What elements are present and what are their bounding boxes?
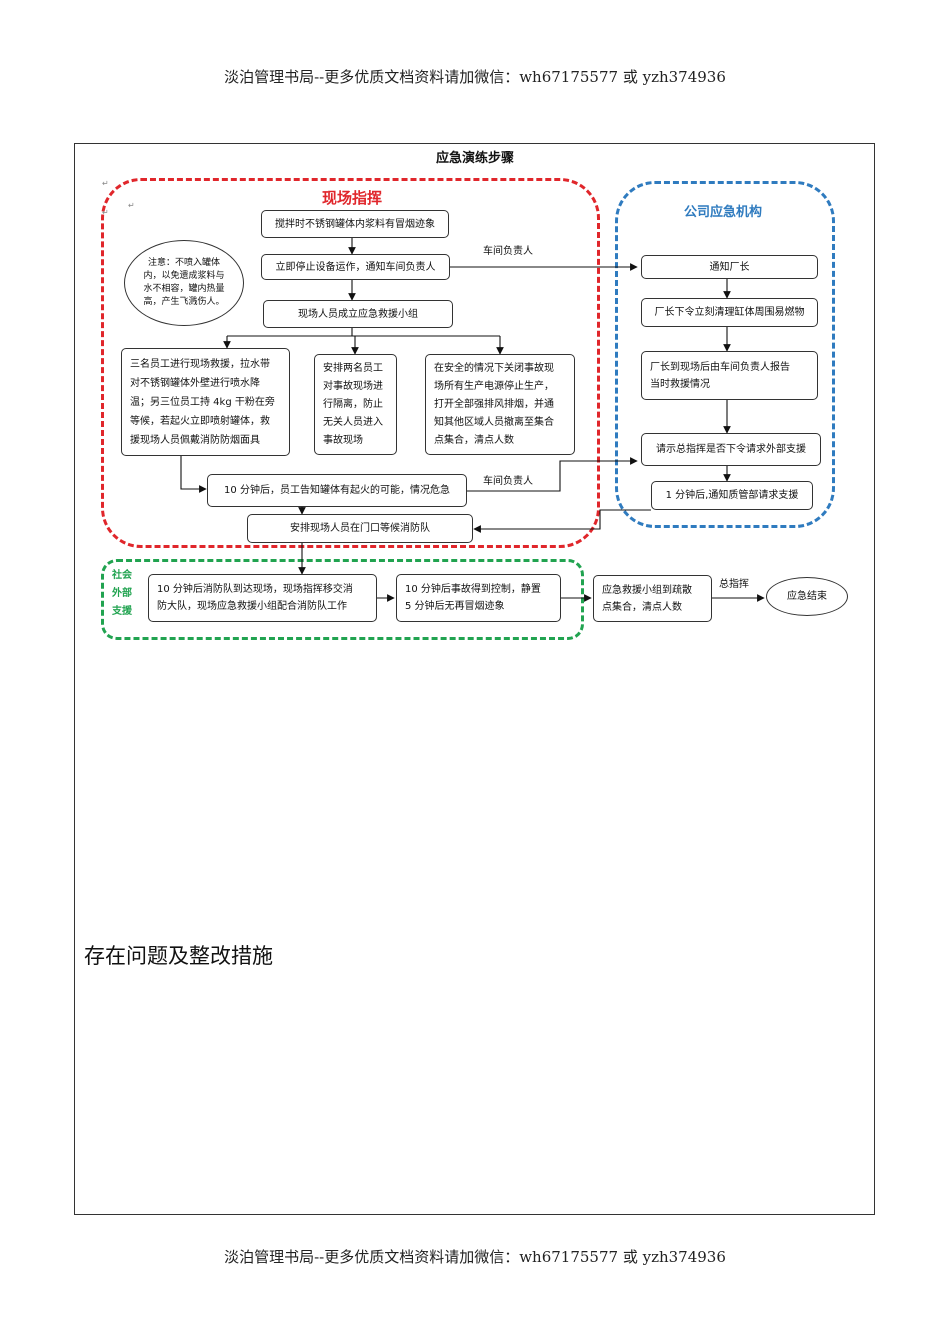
node-wait-fire-brigade: 安排现场人员在门口等候消防队 bbox=[247, 514, 473, 543]
edge-n4-n7 bbox=[180, 456, 207, 493]
node-water-cooling: 三名员工进行现场救援，拉水带 对不锈钢罐体外壁进行喷水降 温；另三位员工持 4k… bbox=[121, 348, 290, 456]
external-support-zone bbox=[101, 559, 584, 640]
return-mark-icon: ↵ bbox=[102, 179, 109, 188]
node-isolate-scene: 安排两名员工 对事故现场进 行隔离，防止 无关人员进入 事故现场 bbox=[314, 354, 397, 455]
node-emergency-end: 应急结束 bbox=[766, 577, 848, 616]
node-smoke-detected: 搅拌时不锈钢罐体内浆料有冒烟迹象 bbox=[261, 210, 449, 238]
node-clear-flammables: 厂长下令立刻清理缸体周围易燃物 bbox=[641, 298, 818, 327]
edge-n7-c4 bbox=[467, 457, 638, 492]
onsite-command-zone bbox=[101, 178, 600, 548]
return-mark-icon: ↵ bbox=[128, 201, 135, 210]
node-request-external-support: 请示总指挥是否下令请求外部支援 bbox=[641, 433, 821, 466]
section-heading: 存在问题及整改措施 bbox=[84, 944, 273, 968]
return-mark-icon: ↵ bbox=[102, 208, 109, 217]
note-callout: 注意：不喷入罐体 内，以免遗成浆料与 水不相容，罐内热量 高，产生飞溅伤人。 bbox=[124, 240, 244, 326]
edge-n3-split bbox=[227, 328, 500, 337]
node-report-situation: 厂长到现场后由车间负责人报告 当时救援情况 bbox=[641, 351, 818, 400]
company-emergency-zone bbox=[615, 181, 835, 528]
page-header: 淡泊管理书局--更多优质文档资料请加微信：wh67175577 或 yzh374… bbox=[224, 68, 726, 86]
node-fire-brigade-arrives: 10 分钟后消防队到达现场，现场指挥移交消 防大队，现场应急救援小组配合消防队工… bbox=[148, 574, 377, 622]
page-footer: 淡泊管理书局--更多优质文档资料请加微信：wh67175577 或 yzh374… bbox=[224, 1248, 726, 1266]
edge-label-commander: 总指挥 bbox=[719, 579, 749, 590]
diagram-title: 应急演练步骤 bbox=[435, 151, 514, 166]
node-fire-risk: 10 分钟后，员工告知罐体有起火的可能，情况危急 bbox=[207, 474, 467, 507]
node-notify-director: 通知厂长 bbox=[641, 255, 818, 279]
edge-c5-n8 bbox=[473, 509, 651, 533]
onsite-zone-title: 现场指挥 bbox=[322, 189, 383, 207]
external-zone-title: 社会 外部 支援 bbox=[112, 570, 132, 617]
node-stop-equipment: 立即停止设备运作，通知车间负责人 bbox=[261, 254, 450, 280]
node-notify-quality-dept: 1 分钟后,通知质管部请求支援 bbox=[651, 481, 813, 510]
node-form-rescue-team: 现场人员成立应急救援小组 bbox=[263, 300, 453, 328]
company-zone-title: 公司应急机构 bbox=[684, 205, 763, 220]
node-cut-power: 在安全的情况下关闭事故现 场所有生产电源停止生产， 打开全部强排风排烟，并通 知… bbox=[425, 354, 575, 455]
node-accident-controlled: 10 分钟后事故得到控制，静置 5 分钟后无再冒烟迹象 bbox=[396, 574, 561, 622]
node-assembly-headcount: 应急救援小组到疏散 点集合，清点人数 bbox=[593, 575, 712, 622]
report-table-frame bbox=[74, 143, 875, 1215]
edge-label-workshop-head: 车间负责人 bbox=[483, 476, 533, 487]
edge-label-workshop-head: 车间负责人 bbox=[483, 246, 533, 257]
